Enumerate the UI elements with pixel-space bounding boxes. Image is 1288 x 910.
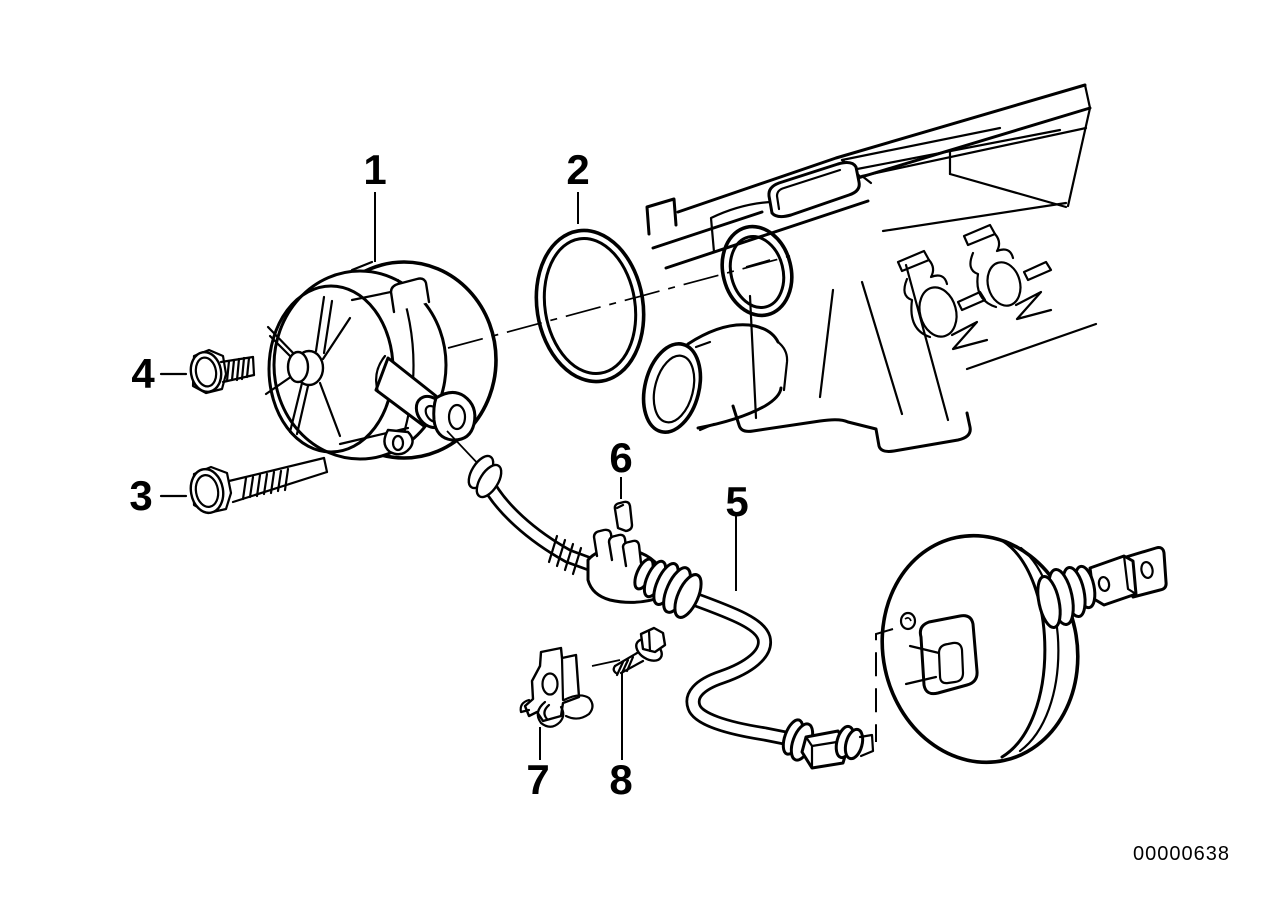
callout-5[interactable]: 5 bbox=[725, 478, 749, 525]
callout-8[interactable]: 8 bbox=[609, 756, 633, 803]
hose-connector-cap bbox=[613, 500, 634, 533]
intake-bracket-1 bbox=[896, 249, 989, 351]
drawing-number: 00000638 bbox=[1133, 843, 1230, 865]
booster-push-rod bbox=[1036, 546, 1168, 630]
vacuum-hose bbox=[446, 430, 894, 770]
bracket-screw bbox=[591, 626, 667, 677]
callout-1[interactable]: 1 bbox=[363, 146, 387, 193]
o-ring-seal bbox=[534, 228, 646, 384]
engine-elbow-pipe bbox=[641, 323, 789, 434]
callout-leaders bbox=[159, 192, 737, 760]
callout-2[interactable]: 2 bbox=[566, 146, 590, 193]
callout-4[interactable]: 4 bbox=[131, 350, 155, 397]
intake-bracket-2 bbox=[962, 223, 1053, 321]
engine-block bbox=[641, 83, 1098, 453]
vacuum-pump bbox=[264, 260, 498, 461]
hose-to-booster-dash bbox=[875, 628, 894, 742]
brake-booster bbox=[880, 533, 1168, 765]
callout-6[interactable]: 6 bbox=[609, 434, 633, 481]
screw-to-bracket-leader bbox=[591, 659, 621, 667]
pump-mounting-port bbox=[709, 200, 794, 318]
bolt-short bbox=[189, 348, 256, 395]
bolt-long bbox=[189, 456, 329, 515]
hose-elbow-fitting bbox=[781, 718, 875, 770]
callout-3[interactable]: 3 bbox=[129, 472, 153, 519]
clamp-bracket bbox=[519, 646, 594, 728]
assembly-centerline bbox=[447, 255, 791, 349]
callout-7[interactable]: 7 bbox=[526, 756, 550, 803]
